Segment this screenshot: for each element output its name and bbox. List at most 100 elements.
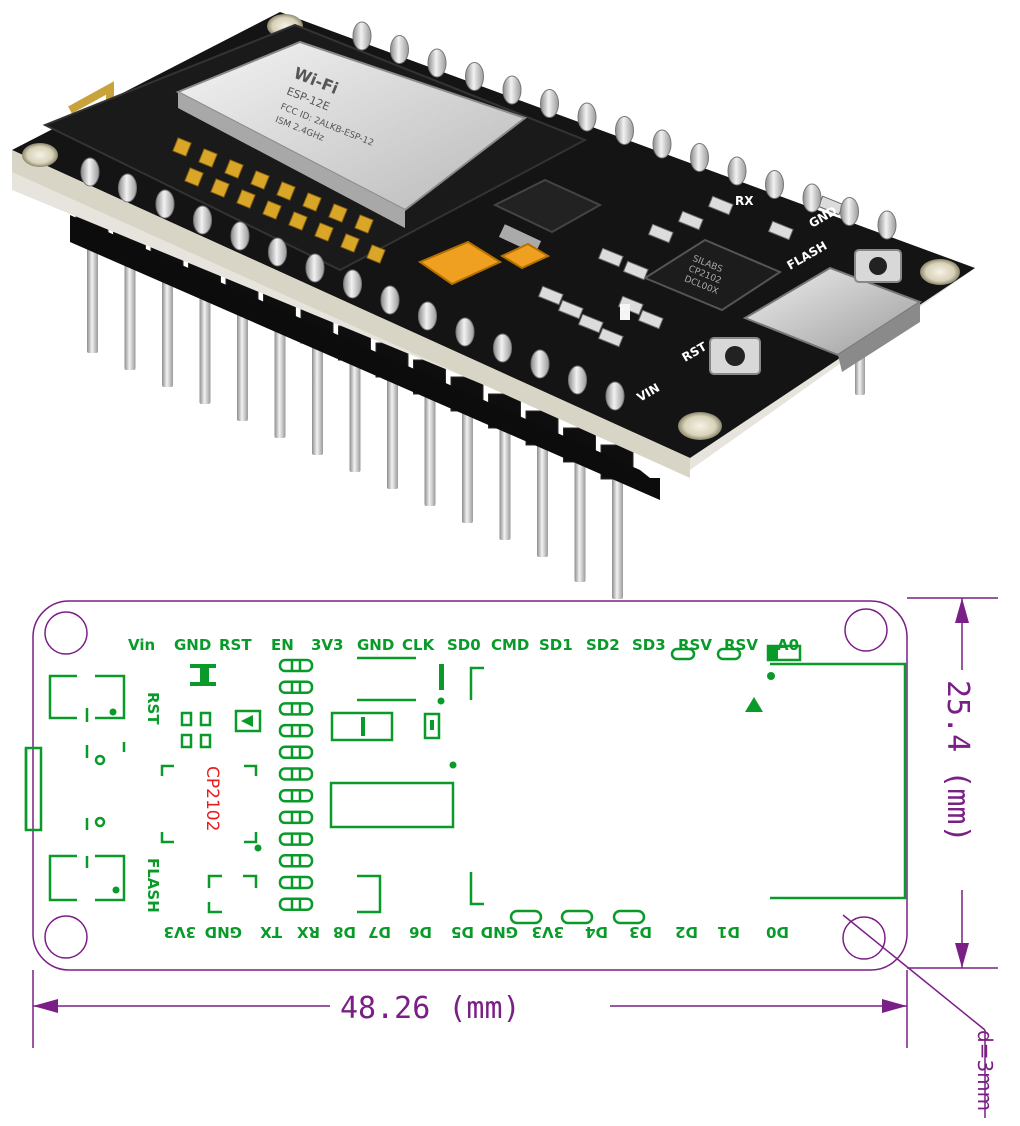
pin-head-bottom bbox=[155, 189, 175, 219]
smd-component bbox=[647, 223, 674, 244]
pin-head-top bbox=[877, 210, 897, 240]
hole-leader bbox=[842, 914, 986, 1031]
resistor-pad bbox=[278, 832, 314, 846]
pin-head-top bbox=[427, 48, 447, 78]
top-pin-label: RSV bbox=[678, 636, 712, 654]
pin-head-bottom bbox=[455, 317, 475, 347]
small-cap-inner bbox=[430, 720, 434, 730]
header-pin bbox=[312, 337, 323, 455]
esp-outline bbox=[770, 662, 907, 900]
led-bottom bbox=[190, 682, 216, 686]
smd-component bbox=[557, 299, 584, 320]
resistor-column bbox=[278, 658, 314, 911]
bottom-pin-label: GND bbox=[481, 923, 518, 941]
usb-hole-1 bbox=[94, 754, 106, 766]
hole-label: d=3mm bbox=[973, 1030, 997, 1111]
usb-bracket-top bbox=[48, 674, 77, 720]
bottom-pin-label: 3V3 bbox=[532, 923, 564, 941]
gold-pad bbox=[314, 222, 334, 242]
resistor-pad bbox=[278, 897, 314, 911]
top-pin-label: EN bbox=[271, 636, 294, 654]
gold-pad bbox=[198, 148, 218, 168]
usb-dot-bot bbox=[112, 886, 120, 894]
board-photo: Wi-Fi ESP-12E FCC ID: 2ALKB-ESP-12 ISM 2… bbox=[12, 12, 975, 599]
esp-corner-bl bbox=[469, 872, 484, 906]
flash-corner-bl bbox=[207, 902, 222, 914]
diagram-hole-br bbox=[842, 916, 886, 960]
module-pads bbox=[172, 137, 386, 264]
usb-bracket-bot-r bbox=[95, 854, 126, 902]
bottom-pin-label: D1 bbox=[717, 923, 740, 941]
top-pin-label: SD2 bbox=[586, 636, 620, 654]
resistor-pad bbox=[278, 680, 314, 694]
usb-side-pin bbox=[855, 355, 865, 395]
cp2102-label: CP2102 bbox=[202, 766, 222, 831]
pin-head-top bbox=[577, 102, 597, 132]
bottom-pin-label: 3V3 bbox=[164, 923, 196, 941]
pin-head-bottom bbox=[305, 253, 325, 283]
cp-corner-br bbox=[244, 832, 258, 844]
top-pin-label: CMD bbox=[491, 636, 529, 654]
top-pin-label: SD0 bbox=[447, 636, 481, 654]
dim-height-arrow-b bbox=[955, 943, 969, 968]
gold-pad bbox=[172, 137, 192, 157]
gold-pad bbox=[366, 244, 386, 264]
led-top bbox=[190, 664, 216, 668]
bottom-pin-label: D8 bbox=[333, 923, 356, 941]
dim-width-arrow-l bbox=[33, 999, 58, 1013]
header-pin bbox=[574, 456, 586, 582]
pin-head-top bbox=[652, 129, 672, 159]
pin-head-top bbox=[727, 156, 747, 186]
gold-pad bbox=[354, 214, 374, 234]
top-pin-label: 3V3 bbox=[311, 636, 343, 654]
resistor-pad bbox=[278, 723, 314, 738]
diagram-hole-bl bbox=[44, 915, 88, 959]
cp2102-triangle-box bbox=[234, 709, 262, 733]
header-pin bbox=[537, 439, 548, 557]
bottom-bracket-l bbox=[357, 874, 382, 914]
mount-hole-3 bbox=[920, 259, 960, 285]
header-pin bbox=[499, 422, 511, 540]
pin-head-bottom bbox=[343, 269, 362, 299]
gold-pad bbox=[328, 203, 348, 223]
gold-pad bbox=[288, 211, 308, 231]
pin-head-bottom bbox=[230, 221, 250, 251]
cp2102-triangle bbox=[241, 715, 253, 727]
pin-head-bottom bbox=[568, 365, 587, 395]
pin-head-bottom bbox=[605, 381, 625, 411]
smd-component bbox=[707, 195, 734, 216]
micro-usb-front bbox=[838, 302, 920, 372]
esp-triangle bbox=[745, 697, 763, 712]
smd-component bbox=[677, 210, 704, 231]
header-pin bbox=[462, 405, 473, 523]
header-pin bbox=[424, 388, 436, 506]
usb-hole-2 bbox=[94, 816, 106, 828]
resistor-pad bbox=[278, 875, 314, 890]
bottom-pad-2 bbox=[560, 909, 594, 925]
usb-bracket-top-r bbox=[95, 674, 126, 720]
pin-head-top bbox=[690, 143, 709, 172]
cp-corner-tr bbox=[244, 764, 258, 776]
pin-head-bottom bbox=[118, 173, 137, 203]
pin-head-bottom bbox=[380, 285, 400, 315]
resistor-pad bbox=[278, 788, 314, 803]
dim-height-arrow-t bbox=[955, 598, 969, 623]
pin-head-top bbox=[765, 170, 784, 199]
pcb-thickness bbox=[12, 150, 690, 478]
diagram-outline bbox=[32, 600, 908, 971]
pin-head-bottom bbox=[530, 349, 550, 379]
cp-corner-bl bbox=[160, 832, 174, 844]
gold-pad bbox=[340, 233, 360, 253]
diagram-hole-tr bbox=[844, 608, 888, 652]
excl-bar bbox=[439, 664, 444, 690]
gold-pad bbox=[276, 181, 296, 201]
usb-bracket-bot bbox=[48, 854, 77, 902]
smd-led bbox=[620, 304, 630, 320]
bottom-pin-label: TX bbox=[260, 923, 282, 941]
pin-head-top bbox=[390, 35, 409, 64]
reg-cap-inner bbox=[361, 717, 365, 736]
header-pin bbox=[199, 286, 211, 404]
top-pin-label: SD3 bbox=[632, 636, 666, 654]
